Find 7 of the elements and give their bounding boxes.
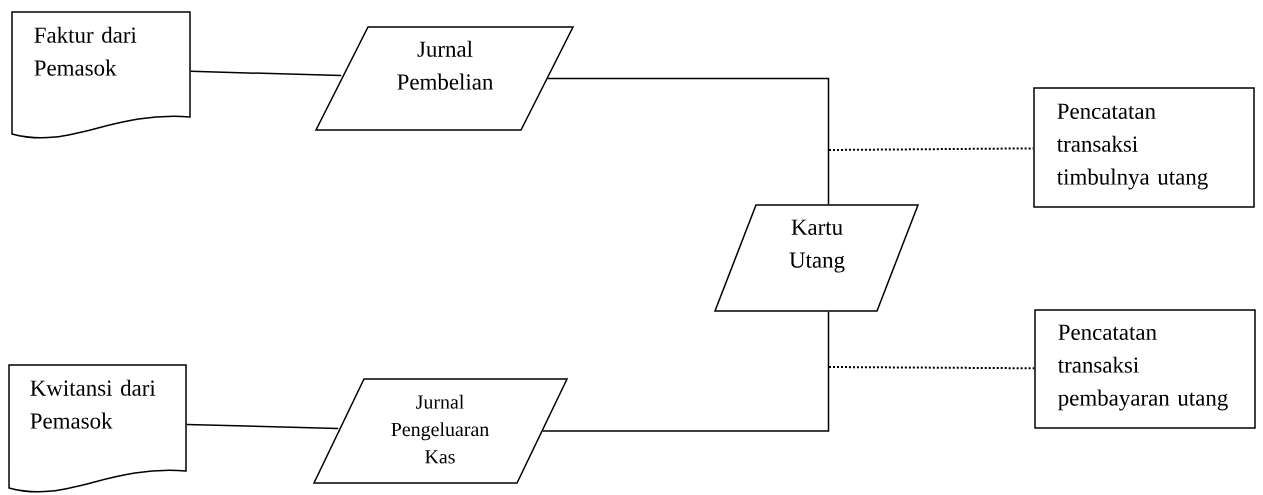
connector-line bbox=[186, 423, 339, 430]
connector-line bbox=[542, 311, 830, 432]
connector-line bbox=[547, 77, 830, 205]
process-box: Pencatatan transaksi timbulnya utang bbox=[1033, 87, 1255, 208]
dotted-line bbox=[828, 366, 1036, 370]
connector-line bbox=[190, 70, 342, 77]
process-box: Pencatatan transaksi pembayaran utang bbox=[1034, 309, 1256, 429]
